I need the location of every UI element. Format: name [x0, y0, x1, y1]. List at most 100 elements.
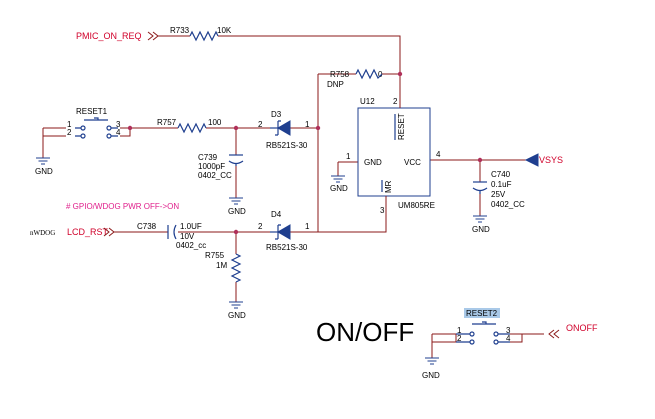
part-ref: RESET2 [466, 309, 498, 318]
part-ref: C738 [137, 222, 157, 231]
ground-symbol: GND [422, 357, 440, 380]
part-number: RB521S-30 [266, 243, 308, 252]
pin-number: 4 [116, 128, 121, 137]
net-label-nwdog: nWDOG [30, 229, 55, 237]
ground-icon [425, 357, 439, 365]
capacitor-c739[interactable]: C739 1000pF 0402_CC [198, 153, 244, 180]
part-voltage: 10V [180, 232, 195, 241]
diode-triangle-icon [277, 224, 291, 240]
net-label-gnd: GND [330, 184, 348, 193]
switch-contact-icon [80, 133, 86, 139]
ic-leads [385, 102, 401, 200]
part-ref: D3 [271, 110, 282, 119]
pushbutton-actuator-icon [472, 321, 496, 325]
capacitor-plate-curved-icon [173, 224, 177, 240]
junction-dot [477, 157, 483, 163]
part-value: 1.0UF [180, 222, 202, 231]
ground-icon [229, 197, 243, 205]
resistor-zigzag-icon [177, 122, 207, 134]
offpage-arrow-icon [103, 227, 115, 237]
switch-leads [456, 333, 510, 343]
diode-d4[interactable]: D4 2 1 RB521S-30 [258, 210, 310, 252]
junctions [127, 71, 483, 235]
resistor-zigzag-icon [189, 30, 219, 42]
part-package: 0402_CC [198, 171, 232, 180]
switch-leads [75, 127, 118, 137]
ground-icon [36, 157, 50, 165]
switch-contact-icon [469, 339, 475, 345]
part-value: 10K [217, 26, 232, 35]
pin-number: 3 [506, 326, 511, 335]
part-ref: R733 [170, 26, 190, 35]
net-onoff: ONOFF [548, 323, 598, 339]
switch-contact-icon [80, 125, 86, 131]
net-label-gnd: GND [422, 371, 440, 380]
resistor-r733[interactable]: R733 10K [170, 26, 232, 42]
pin-number: 4 [506, 334, 511, 343]
net-label-gnd: GND [472, 225, 490, 234]
switch-contact-icon [493, 339, 499, 345]
pin-number: 2 [67, 128, 72, 137]
resistor-r758[interactable]: R758 DNP 0 [327, 68, 383, 89]
net-label-vsys: VSYS [539, 155, 563, 165]
power-arrow-icon [524, 153, 539, 167]
pin-name-vcc: VCC [404, 158, 421, 167]
pin-number: 2 [393, 97, 398, 106]
pin-number: 1 [346, 152, 351, 161]
net-label-onoff: ONOFF [566, 323, 598, 333]
net-label-gnd: GND [228, 207, 246, 216]
part-voltage: 25V [491, 190, 506, 199]
capacitor-c740[interactable]: C740 0.1uF 25V 0402_CC [472, 170, 525, 209]
switch-reset2[interactable]: RESET2 1 2 3 4 [456, 308, 511, 345]
resistor-r755[interactable]: R755 1M [205, 251, 242, 283]
ground-icon [473, 215, 487, 223]
part-ref: RESET1 [76, 107, 108, 116]
pin-number: 3 [380, 206, 385, 215]
part-package: 0402_cc [176, 241, 206, 250]
part-ref: R755 [205, 251, 225, 260]
switch-reset1[interactable]: RESET1 1 2 3 4 [67, 107, 121, 139]
resistor-r757[interactable]: R757 100 [157, 118, 222, 134]
net-label-lcd-rst: LCD_RST [67, 227, 109, 237]
offpage-arrow-icon [147, 31, 159, 41]
part-ref: R757 [157, 118, 177, 127]
junction-dot [233, 229, 239, 235]
capacitor-c738[interactable]: C738 1.0UF 10V 0402_cc [137, 222, 206, 250]
ic-body [357, 107, 431, 197]
ground-symbol: GND [228, 197, 246, 216]
pin-number: 1 [305, 120, 310, 129]
switch-contact-icon [493, 331, 499, 337]
net-pmic-on-req: PMIC_ON_REQ [76, 31, 159, 41]
switch-contact-icon [106, 133, 112, 139]
pin-name-gnd: GND [364, 158, 382, 167]
part-number: RB521S-30 [266, 141, 308, 150]
net-label-gnd: GND [228, 311, 246, 320]
part-number: UM805RE [398, 201, 435, 210]
pin-number: 1 [305, 222, 310, 231]
offpage-arrow-icon [548, 329, 560, 339]
pin-number: 3 [116, 120, 121, 129]
resistor-zigzag-icon [230, 253, 242, 283]
pin-number: 2 [258, 120, 263, 129]
ground-icon [331, 175, 345, 183]
part-package: 0402_CC [491, 200, 525, 209]
pin-name-mr: MR [384, 180, 393, 193]
switch-contact-icon [106, 125, 112, 131]
ic-u12[interactable]: U12 2 1 4 3 GND VCC RESET MR UM805RE [346, 97, 441, 215]
note-text: # GPIO/WDOG PWR OFF->ON [66, 202, 179, 211]
part-value: 1M [216, 261, 227, 270]
part-value: 100 [208, 118, 222, 127]
junction-dot [397, 71, 403, 77]
part-ref: C739 [198, 153, 218, 162]
diode-d3[interactable]: D3 2 1 RB521S-30 [258, 110, 310, 150]
junction-dot [233, 125, 239, 131]
part-value: 1000pF [198, 162, 225, 171]
pin-number: 1 [457, 326, 462, 335]
ground-symbol: GND [35, 157, 53, 176]
part-ref: C740 [491, 170, 511, 179]
pin-number: 2 [258, 222, 263, 231]
part-value: 0 [378, 70, 383, 79]
pin-name-reset: RESET [397, 113, 406, 140]
selection-highlight [464, 308, 500, 318]
